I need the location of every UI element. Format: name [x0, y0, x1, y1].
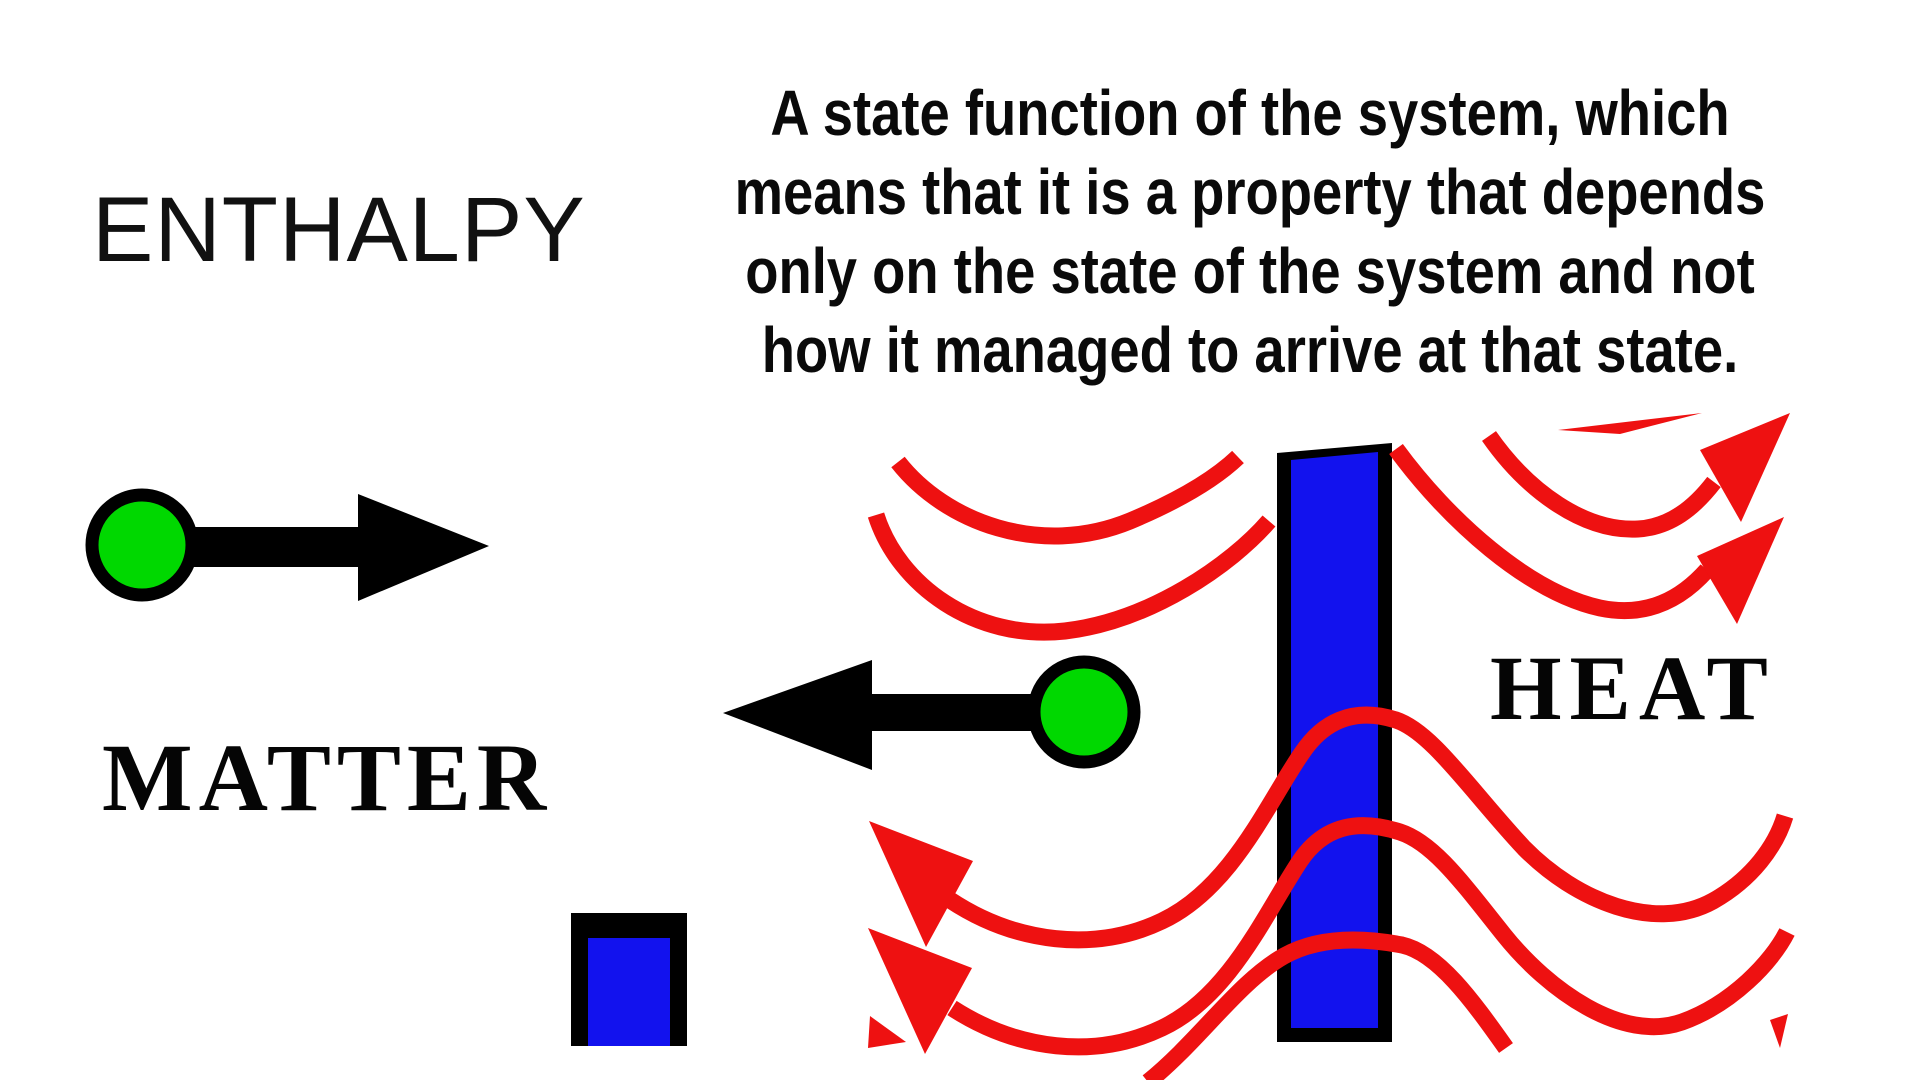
arrow-shaft [190, 527, 368, 567]
definition-line: A state function of the system, which [770, 77, 1730, 149]
definition-line: means that it is a property that depends [734, 156, 1766, 228]
matter-arrow-right-icon [85, 488, 489, 602]
matter-box-fill [588, 938, 670, 1046]
definition-line: only on the state of the system and not [745, 235, 1755, 307]
heat-arrowhead-up-right-2 [1697, 517, 1784, 624]
arrow-head-right [358, 494, 489, 601]
green-particle [85, 488, 199, 602]
heat-arrowhead-left-1 [869, 821, 973, 947]
arrow-head-left [723, 660, 872, 770]
heat-wave-through-wall-3 [1142, 931, 1513, 1080]
barrier-wall [1277, 443, 1392, 1042]
heat-wave-through-wall-2 [947, 817, 1795, 1056]
matter-arrow-left-icon [723, 655, 1141, 770]
green-particle [1027, 655, 1141, 769]
heat-wave-sliver [1558, 413, 1702, 434]
definition-text: A state function of the system, which me… [723, 74, 1777, 390]
arrow-shaft [855, 694, 1037, 731]
definition-line: how it managed to arrive at that state. [761, 314, 1739, 386]
matter-box [571, 913, 687, 1046]
heat-arrow-up-right-2 [1389, 443, 1714, 620]
page-title: ENTHALPY [92, 179, 586, 281]
heat-arrowhead-left-2 [868, 928, 972, 1054]
barrier-wall-fill [1291, 452, 1378, 1028]
heat-wave-arc-lower [867, 512, 1276, 641]
heat-wave-fragment-right [1770, 1014, 1788, 1048]
heat-wave-through-wall-1 [945, 706, 1794, 949]
heat-arrow-up-right-1 [1482, 431, 1721, 538]
matter-label: MATTER [102, 724, 553, 831]
heat-arrowhead-up-right-1 [1700, 413, 1790, 522]
heat-wave-fragment-left [868, 1016, 906, 1048]
heat-wave-arc-upper [891, 450, 1244, 545]
heat-label: HEAT [1490, 637, 1776, 739]
